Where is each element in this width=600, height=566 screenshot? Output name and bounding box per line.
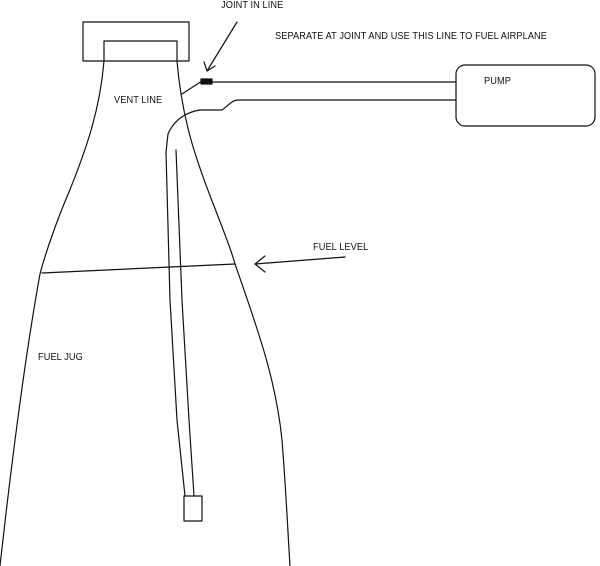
fuel-clunk xyxy=(183,495,203,522)
separate-at-joint-note: SEPARATE AT JOINT AND USE THIS LINE TO F… xyxy=(275,31,548,42)
jug-left-wall xyxy=(0,60,105,566)
joint-arrow-shaft xyxy=(206,21,238,72)
joint-arrow-head xyxy=(203,61,216,72)
fuel-level-line xyxy=(41,263,236,274)
pump-label: PUMP xyxy=(484,76,511,87)
joint-marker xyxy=(200,78,213,85)
fuel-line-bottom xyxy=(165,99,457,153)
fuel-jug-label: FUEL JUG xyxy=(38,352,83,363)
vent-line xyxy=(181,80,203,95)
pickup-tube-left xyxy=(165,151,186,497)
joint-in-line-label: JOINT IN LINE xyxy=(221,0,284,11)
level-arrow-head xyxy=(254,255,266,273)
level-arrow-shaft xyxy=(254,256,346,265)
jug-neck-top xyxy=(103,40,178,62)
pump-body xyxy=(455,64,596,127)
jug-cap xyxy=(82,21,190,62)
fuel-level-label: FUEL LEVEL xyxy=(313,242,369,253)
jug-right-wall xyxy=(176,60,291,566)
vent-line-label: VENT LINE xyxy=(114,95,163,106)
pickup-tube-right xyxy=(175,149,195,497)
